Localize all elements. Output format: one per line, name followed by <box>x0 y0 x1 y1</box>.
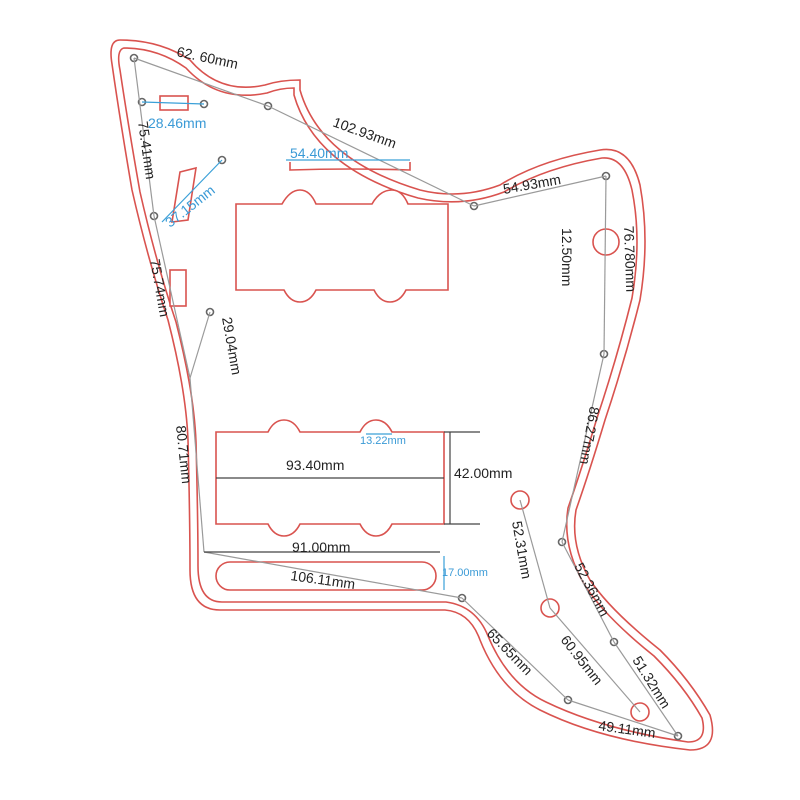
label-right-lower: 52.36mm <box>571 560 613 619</box>
slant-slot <box>171 166 197 223</box>
pickguard-outline <box>110 39 714 751</box>
dimension-lines <box>133 57 679 737</box>
label-pickup-notch: 13.22mm <box>360 435 406 447</box>
label-pickup-height: 42.00mm <box>454 465 512 481</box>
blue-dimension-lines <box>141 101 445 590</box>
label-right-middle: 86.27mm <box>577 405 603 465</box>
label-bottom-right: 49.11mm <box>598 717 657 741</box>
label-control-span: 91.00mm <box>292 539 350 555</box>
upper-pickup-cutout <box>235 189 449 303</box>
screw-holes <box>129 53 683 741</box>
label-left-middle: 75.74mm <box>147 258 173 318</box>
label-bottom-middle: 65.65mm <box>484 625 536 678</box>
label-right-bottom: 51.32mm <box>629 653 673 711</box>
label-jack-hole: 12.50mm <box>559 228 575 286</box>
jack-hole <box>592 228 620 256</box>
label-left-lower: 80.71mm <box>173 425 195 485</box>
neck-cutout <box>289 162 411 171</box>
label-knob-span: 52.31mm <box>509 520 535 580</box>
label-pickup-width: 93.40mm <box>286 457 344 473</box>
label-neck-cutout: 54.40mm <box>290 145 348 161</box>
label-slot-height: 17.00mm <box>442 567 488 579</box>
label-switch-slot: 29.04mm <box>219 316 245 376</box>
pickguard-outline-inner <box>117 47 705 743</box>
label-knob-lower: 60.95mm <box>558 632 607 688</box>
label-right-upper: 76.780mm <box>621 226 639 293</box>
label-small-width: 28.46mm <box>148 115 206 131</box>
